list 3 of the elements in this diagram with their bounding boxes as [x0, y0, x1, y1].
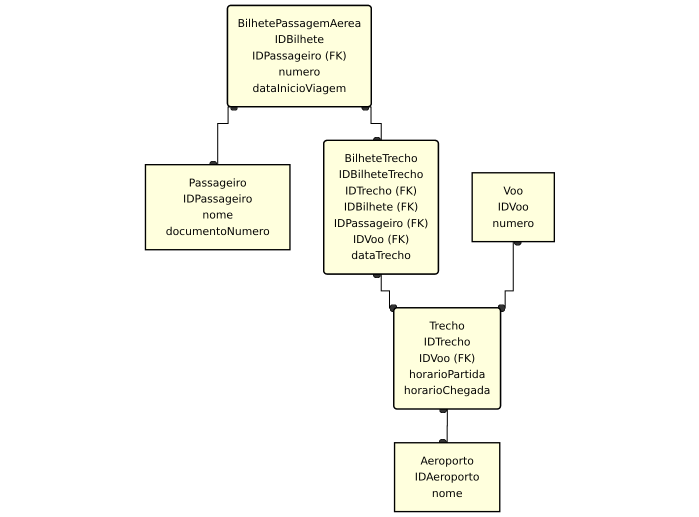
node-box: Passageiro IDPassageiro nome documentoNumero: [144, 164, 290, 250]
node-box: Voo IDVoo numero: [471, 172, 555, 242]
node-box: Aeroporto IDAeroporto nome: [393, 442, 500, 512]
